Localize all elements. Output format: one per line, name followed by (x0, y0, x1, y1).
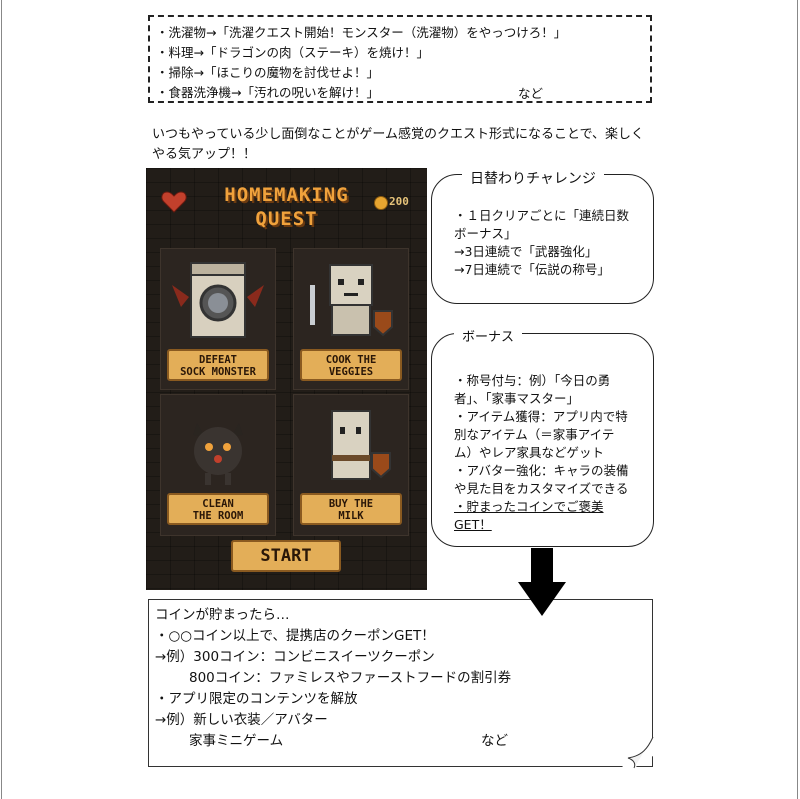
quest-label-line: MILK (338, 510, 364, 522)
bonus-line: 別なアイテム（＝家事アイテ (454, 427, 615, 442)
note-line: 800コイン：ファミレスやファーストフードの割引券 (189, 670, 512, 686)
daily-line: ・１日クリアごとに「連続日数 (454, 208, 630, 223)
note-etc: など (481, 733, 508, 749)
intro-text: いつもやっている少し面倒なことがゲーム感覚のクエスト形式になることで、楽しくやる… (152, 127, 645, 162)
note-line: 家事ミニゲーム (189, 733, 284, 749)
bonus-line: ・称号付与：例）「今日の勇 (454, 373, 611, 388)
game-screenshot: HOMEMAKING QUEST 200 DEFEAT SOCK MONSTER (146, 168, 427, 590)
knight-robot-icon (310, 264, 393, 337)
coin-count: 200 (389, 195, 409, 208)
down-arrow-icon (518, 548, 566, 616)
page-border-right (797, 0, 798, 799)
quest-label-cook-veggies[interactable]: COOK THE VEGGIES (300, 349, 402, 381)
bonus-line: 者」、「家事マスター」 (454, 391, 580, 406)
note-line: ・○○コイン以上で、提携店のクーポンGET！ (155, 628, 435, 644)
quest-label-line: CLEAN (202, 498, 234, 510)
bonus-title: ボーナス (454, 326, 523, 345)
quest-label-line: THE ROOM (192, 510, 244, 522)
quest-card-sock-monster[interactable]: DEFEAT SOCK MONSTER (160, 248, 276, 390)
bonus-reward-line: GET！ (454, 517, 492, 532)
milk-carton-knight-icon (331, 410, 391, 480)
page-curl-icon (621, 736, 654, 769)
quest-label-sock-monster[interactable]: DEFEAT SOCK MONSTER (167, 349, 269, 381)
dust-monster-icon (193, 423, 243, 485)
note-line: →例）300コイン：コンビニスイーツクーポン (155, 649, 435, 665)
game-title-line1: HOMEMAKING (224, 184, 349, 206)
quest-label-buy-milk[interactable]: BUY THE MILK (300, 493, 402, 525)
quest-card-buy-milk[interactable]: BUY THE MILK (293, 394, 409, 536)
quest-label-line: BUY THE (328, 498, 374, 510)
bonus-line: ム）やレア家具などゲット (454, 445, 605, 460)
note-line: コインが貯まったら… (155, 607, 290, 623)
quest-example-cleaning: ・掃除→「ほこりの魔物を討伐せよ！」 (156, 65, 379, 80)
coin-icon (374, 196, 388, 210)
bonus-line: ・アイテム獲得：アプリ内で特 (454, 409, 628, 424)
quest-label-clean-room[interactable]: CLEAN THE ROOM (167, 493, 269, 525)
daily-line: →3日連続で「武器強化」 (454, 244, 598, 259)
quest-label-line: VEGGIES (328, 366, 374, 378)
heart-icon (161, 191, 187, 213)
quest-card-clean-room[interactable]: CLEAN THE ROOM (160, 394, 276, 536)
coin-reward-note: コインが貯まったら… ・○○コイン以上で、提携店のクーポンGET！ →例）300… (148, 599, 653, 767)
bonus-reward-line: ・貯まったコインでご褒美 (454, 499, 604, 514)
quest-examples-etc: など (518, 86, 544, 101)
quest-label-line: SOCK MONSTER (180, 366, 256, 378)
note-line: →例）新しい衣装／アバター (155, 712, 328, 728)
bonus-line: ・アバター強化：キャラの装備 (454, 463, 629, 478)
bonus-line: や見た目をカスタマイズできる (454, 481, 629, 496)
quest-example-cooking: ・料理→「ドラゴンの肉（ステーキ）を焼け！」 (156, 45, 429, 60)
daily-line: ボーナス」 (454, 226, 517, 241)
daily-challenge-bubble: ・１日クリアごとに「連続日数 ボーナス」 →3日連続で「武器強化」 →7日連続で… (431, 174, 654, 304)
game-title-line2: QUEST (255, 208, 318, 230)
quest-examples-box: ・洗濯物→「洗濯クエスト開始！モンスター（洗濯物）をやっつけろ！」 ・料理→「ド… (148, 15, 652, 103)
bonus-bubble: ・称号付与：例）「今日の勇 者」、「家事マスター」 ・アイテム獲得：アプリ内で特… (431, 333, 654, 547)
page-border-left (1, 0, 2, 799)
quest-label-line: COOK THE (325, 354, 377, 366)
quest-example-dishwasher: ・食器洗浄機→「汚れの呪いを解け！」 (156, 85, 379, 100)
note-line: ・アプリ限定のコンテンツを解放 (155, 691, 358, 707)
quest-label-line: DEFEAT (199, 354, 237, 366)
washing-machine-monster-icon (172, 262, 264, 338)
quest-example-laundry: ・洗濯物→「洗濯クエスト開始！モンスター（洗濯物）をやっつけろ！」 (156, 25, 567, 40)
daily-line: →7日連続で「伝説の称号」 (454, 262, 610, 277)
daily-challenge-title: 日替わりチャレンジ (462, 168, 604, 188)
quest-card-cook-veggies[interactable]: COOK THE VEGGIES (293, 248, 409, 390)
start-button[interactable]: START (231, 540, 341, 572)
